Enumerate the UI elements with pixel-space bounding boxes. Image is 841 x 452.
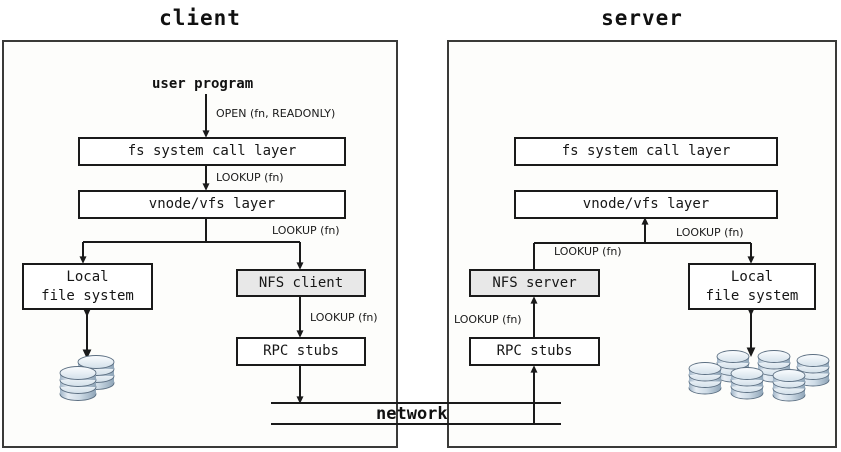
client-disk-stack-icon — [59, 355, 115, 401]
client-rpc-stubs-label: RPC stubs — [263, 343, 339, 360]
client-title: client — [159, 6, 241, 30]
server-local-fs-box[interactable]: Local file system — [688, 263, 816, 310]
client-fs-syscall-box[interactable]: fs system call layer — [78, 137, 346, 166]
client-nfs-client-box[interactable]: NFS client — [236, 269, 366, 297]
client-vnode-vfs-box[interactable]: vnode/vfs layer — [78, 190, 346, 219]
server-vnode-vfs-box[interactable]: vnode/vfs layer — [514, 190, 778, 219]
server-vnode-vfs-label: vnode/vfs layer — [582, 196, 710, 213]
client-local-fs-label-line1: Local — [66, 268, 109, 285]
client-lookup-edge-label-3: LOOKUP (fn) — [310, 311, 378, 324]
client-lookup-edge-label-1: LOOKUP (fn) — [216, 171, 284, 184]
client-rpc-stubs-box[interactable]: RPC stubs — [236, 337, 366, 366]
server-fs-syscall-label: fs system call layer — [561, 143, 731, 160]
network-label: network — [376, 404, 448, 424]
client-local-fs-box[interactable]: Local file system — [22, 263, 153, 310]
client-fs-syscall-label: fs system call layer — [127, 143, 297, 160]
client-user-program-label: user program — [152, 76, 254, 92]
client-lookup-edge-label-2: LOOKUP (fn) — [272, 224, 340, 237]
server-nfs-server-label: NFS server — [492, 274, 577, 291]
client-open-edge-label: OPEN (fn, READONLY) — [216, 107, 336, 120]
server-lookup-edge-label-1: LOOKUP (fn) — [676, 226, 744, 239]
server-local-fs-label-line1: Local — [730, 268, 774, 285]
server-rpc-stubs-box[interactable]: RPC stubs — [469, 337, 600, 366]
server-nfs-server-box[interactable]: NFS server — [469, 269, 600, 297]
client-local-fs-label-line2: file system — [41, 287, 134, 304]
client-vnode-vfs-label: vnode/vfs layer — [148, 196, 276, 213]
server-fs-syscall-box[interactable]: fs system call layer — [514, 137, 778, 166]
server-disk-stack-icon — [688, 350, 830, 402]
server-rpc-stubs-label: RPC stubs — [496, 343, 573, 360]
server-lookup-edge-label-2: LOOKUP (fn) — [554, 245, 622, 258]
server-local-fs-label-line2: file system — [705, 287, 799, 304]
server-title: server — [601, 6, 683, 30]
server-lookup-edge-label-3: LOOKUP (fn) — [454, 313, 522, 326]
client-nfs-client-label: NFS client — [258, 274, 344, 291]
